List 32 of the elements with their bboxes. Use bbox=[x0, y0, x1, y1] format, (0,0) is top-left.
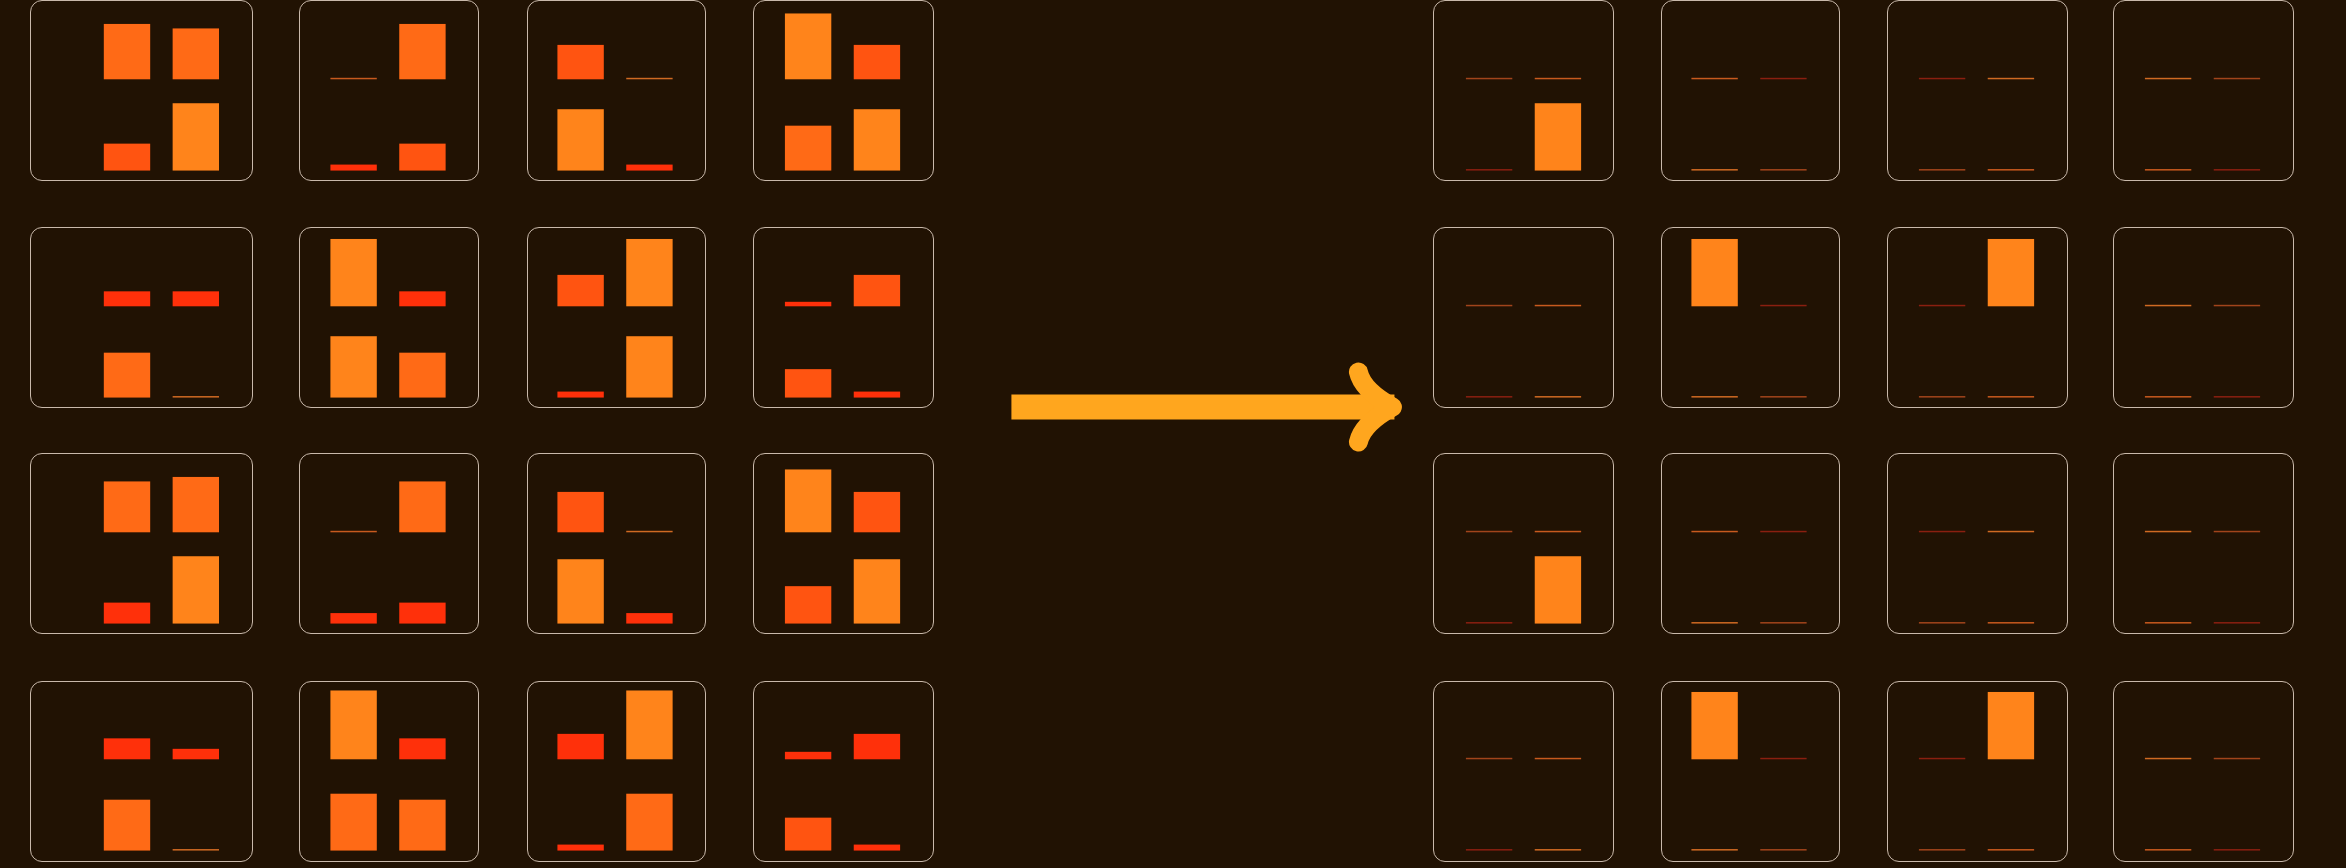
bar-chart-card bbox=[1660, 453, 1841, 635]
bar-chart-card bbox=[29, 227, 253, 409]
bar-chart-card bbox=[299, 453, 479, 635]
bar-chart-card bbox=[526, 680, 707, 862]
bar-chart-card bbox=[2112, 0, 2294, 182]
bar-chart-card bbox=[1433, 453, 1615, 635]
bar-chart-card bbox=[1433, 227, 1615, 409]
bar-chart-card bbox=[29, 680, 253, 862]
bar-chart-card bbox=[299, 0, 479, 182]
bar-chart-card bbox=[29, 0, 253, 182]
bar-chart-card bbox=[1886, 0, 2068, 182]
bar-chart-card bbox=[2112, 453, 2294, 635]
bar-chart-card bbox=[1660, 0, 1841, 182]
bar-chart-card bbox=[1660, 227, 1841, 409]
bar-chart-card bbox=[752, 0, 934, 182]
bar-chart-card bbox=[1660, 680, 1841, 862]
bar-chart-card bbox=[299, 227, 479, 409]
bar-chart-card bbox=[1433, 0, 1615, 182]
bar-chart-card bbox=[752, 227, 934, 409]
bar-chart-card bbox=[752, 453, 934, 635]
bar-chart-card bbox=[1886, 227, 2068, 409]
bar-chart-card bbox=[29, 453, 253, 635]
bar-chart-card bbox=[299, 680, 479, 862]
bar-chart-card bbox=[1886, 680, 2068, 862]
bar-chart-card bbox=[2112, 227, 2294, 409]
bar-chart-card bbox=[526, 453, 707, 635]
bar-chart-card bbox=[2112, 680, 2294, 862]
bar-chart-card bbox=[526, 0, 707, 182]
bar-chart-card bbox=[526, 227, 707, 409]
bar-chart-card bbox=[752, 680, 934, 862]
bar-chart-card bbox=[1433, 680, 1615, 862]
bar-chart-card bbox=[1886, 453, 2068, 635]
